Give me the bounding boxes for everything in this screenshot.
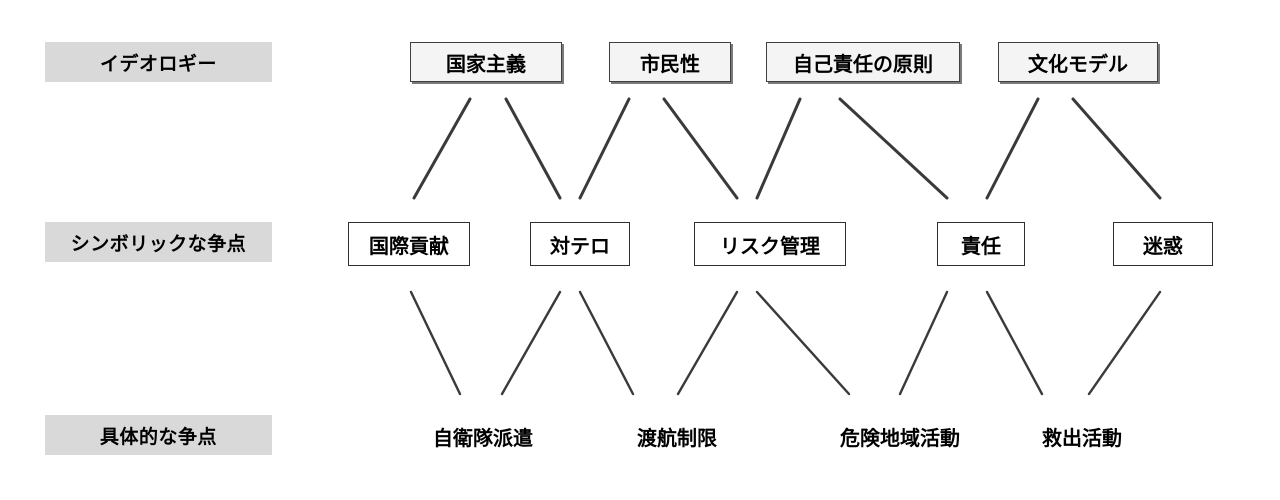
row-label-ideology-text: イデオロギー — [99, 53, 217, 75]
edge-s1-to-c1 — [409, 290, 462, 396]
node-ideology-2-label: 市民性 — [640, 53, 700, 76]
node-ideology-4[interactable]: 文化モデル — [998, 42, 1158, 82]
edge-n1-to-s1 — [412, 97, 472, 200]
row-label-ideology: イデオロギー — [45, 42, 272, 82]
node-symbolic-3-label: リスク管理 — [720, 235, 820, 258]
node-ideology-1-label: 国家主義 — [446, 53, 526, 76]
edge-n2-to-s3 — [662, 97, 739, 200]
edge-s2-to-c1 — [500, 290, 562, 396]
edge-s4-to-c4 — [985, 290, 1044, 396]
edge-s3-to-c2 — [676, 290, 739, 396]
node-concrete-1-label: 自衛隊派遣 — [433, 427, 533, 450]
edge-n3-to-s3 — [755, 97, 802, 200]
node-concrete-3-label: 危険地域活動 — [840, 427, 960, 450]
row-label-symbolic-issues-text: シンボリックな争点 — [70, 233, 247, 255]
row-label-symbolic-issues: シンボリックな争点 — [45, 222, 272, 262]
node-ideology-3-label: 自己責任の原則 — [793, 53, 933, 76]
node-symbolic-3[interactable]: リスク管理 — [694, 222, 846, 266]
node-symbolic-5-label: 迷惑 — [1143, 235, 1183, 258]
edge-s2-to-c2 — [578, 290, 635, 396]
edge-n1-to-s2 — [504, 97, 562, 200]
edge-s4-to-c3 — [898, 290, 949, 396]
node-concrete-2-label: 渡航制限 — [637, 427, 717, 450]
edge-s5-to-c4 — [1087, 290, 1162, 396]
edge-n2-to-s2 — [578, 97, 631, 200]
node-ideology-2[interactable]: 市民性 — [609, 42, 731, 82]
node-concrete-3[interactable]: 危険地域活動 — [812, 420, 988, 452]
edge-n3-to-s4 — [838, 97, 949, 200]
edge-n4-to-s5 — [1071, 97, 1162, 200]
node-symbolic-1[interactable]: 国際貢献 — [348, 222, 470, 266]
node-symbolic-4[interactable]: 責任 — [937, 222, 1025, 266]
node-ideology-4-label: 文化モデル — [1028, 53, 1128, 76]
node-symbolic-2-label: 対テロ — [550, 235, 610, 258]
node-ideology-3[interactable]: 自己責任の原則 — [766, 42, 960, 82]
row-label-concrete-issues: 具体的な争点 — [45, 415, 272, 455]
node-concrete-2[interactable]: 渡航制限 — [616, 420, 738, 452]
node-concrete-1[interactable]: 自衛隊派遣 — [410, 420, 556, 452]
node-concrete-4-label: 救出活動 — [1042, 427, 1122, 450]
row-label-concrete-issues-text: 具体的な争点 — [99, 426, 217, 448]
edge-s3-to-c3 — [755, 290, 851, 396]
node-ideology-1[interactable]: 国家主義 — [410, 42, 562, 82]
edge-n4-to-s4 — [985, 97, 1040, 200]
node-symbolic-2[interactable]: 対テロ — [530, 222, 630, 266]
node-concrete-4[interactable]: 救出活動 — [1021, 420, 1143, 452]
node-symbolic-5[interactable]: 迷惑 — [1113, 222, 1213, 266]
node-symbolic-4-label: 責任 — [961, 235, 1001, 258]
node-symbolic-1-label: 国際貢献 — [369, 235, 449, 258]
